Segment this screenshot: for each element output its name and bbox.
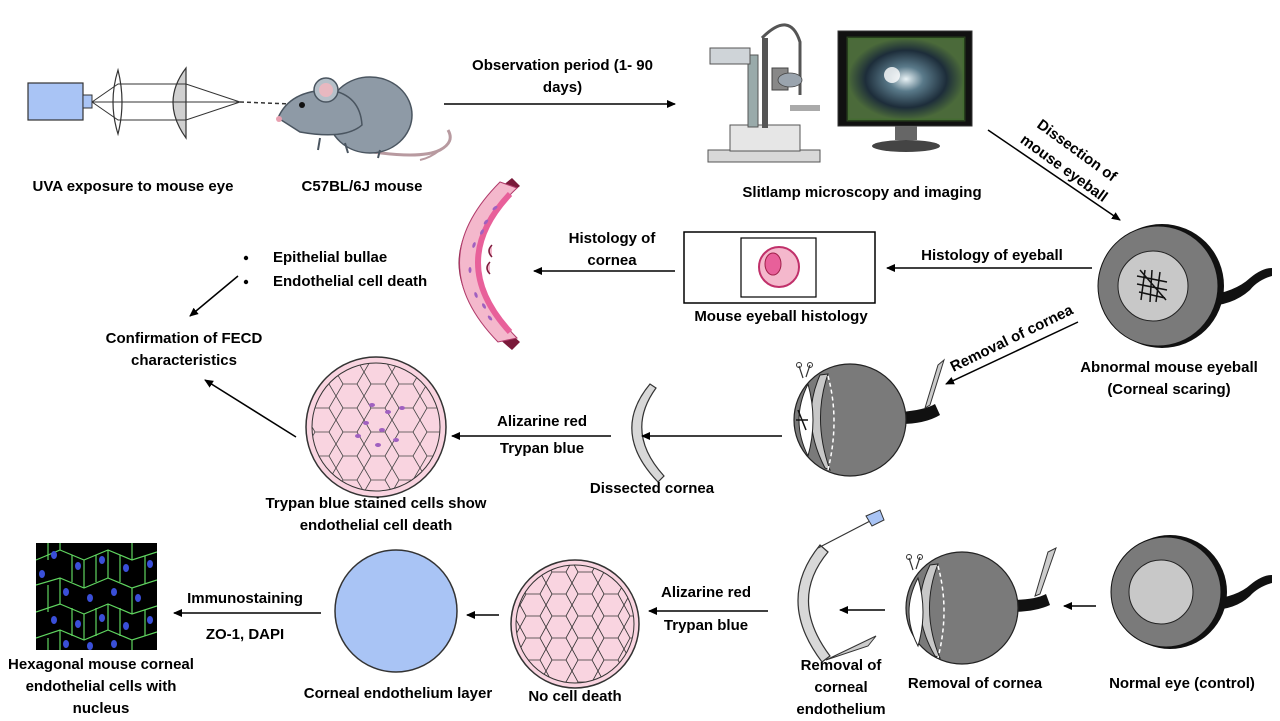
eyeball-removal-normal xyxy=(905,547,1057,665)
label-bullet2: Endothelial cell death xyxy=(273,273,428,290)
normal-eye xyxy=(1110,535,1272,649)
label-dissected-cornea: Dissected cornea xyxy=(589,480,715,497)
eyeball-removal-abnormal xyxy=(793,358,945,477)
label-hexagonal: Hexagonal mouse corneal endothelial cell… xyxy=(8,656,194,717)
label-observation: Observation period (1- 90 days) xyxy=(472,57,653,96)
label-removal-cornea: Removal of cornea xyxy=(907,675,1043,692)
trypan-stained-disc xyxy=(305,356,447,498)
lens-system xyxy=(91,66,293,140)
label-confirmation: Confirmation of FECD characteristics xyxy=(105,330,263,369)
bullet-dot-2 xyxy=(243,279,249,285)
label-removal-endothelium: Removal of corneal endothelium xyxy=(796,657,886,718)
cornea-cross-section xyxy=(458,178,520,350)
dissected-cornea-shape xyxy=(631,383,665,483)
slitlamp-microscope xyxy=(707,23,821,163)
label-no-cell-death: No cell death xyxy=(528,688,622,705)
arrow-dissection xyxy=(987,129,1121,221)
label-trypan2: Trypan blue xyxy=(663,617,749,634)
monitor xyxy=(837,30,973,152)
arrow-to-confirmation-top xyxy=(189,275,239,317)
label-normal-eye: Normal eye (control) xyxy=(1109,675,1255,692)
label-trypan1: Trypan blue xyxy=(499,440,585,457)
histology-slide xyxy=(683,231,876,304)
label-alizarine1: Alizarine red xyxy=(496,413,588,430)
bullet-dot-1 xyxy=(243,255,249,261)
label-alizarine2: Alizarine red xyxy=(660,584,752,601)
mouse-illustration xyxy=(276,76,452,161)
label-slitlamp: Slitlamp microscopy and imaging xyxy=(742,184,982,201)
healthy-cell-disc xyxy=(510,559,640,689)
label-bullet1: Epithelial bullae xyxy=(273,249,388,266)
immunostained-cells-image xyxy=(36,543,157,650)
label-eyeball-histology: Mouse eyeball histology xyxy=(694,308,868,325)
label-mouse: C57BL/6J mouse xyxy=(301,178,423,195)
endothelium-layer-disc xyxy=(334,549,458,673)
label-histology-eyeball: Histology of eyeball xyxy=(921,247,1063,264)
label-endothelium-layer: Corneal endothelium layer xyxy=(303,685,493,702)
label-histology-cornea: Histology of cornea xyxy=(568,230,656,269)
abnormal-eyeball xyxy=(1097,224,1272,348)
uva-light-source xyxy=(27,82,93,121)
arrow-removal-cornea-diag xyxy=(945,321,1079,385)
label-trypan-stained: Trypan blue stained cells show endotheli… xyxy=(265,495,487,534)
label-immunostaining: Immunostaining xyxy=(187,590,303,607)
label-abnormal: Abnormal mouse eyeball (Corneal scaring) xyxy=(1080,359,1258,398)
label-zo1: ZO-1, DAPI xyxy=(205,626,285,643)
arrow-to-confirmation-bottom xyxy=(204,379,297,438)
endothelium-removal xyxy=(797,509,885,663)
label-uva: UVA exposure to mouse eye xyxy=(32,178,234,195)
